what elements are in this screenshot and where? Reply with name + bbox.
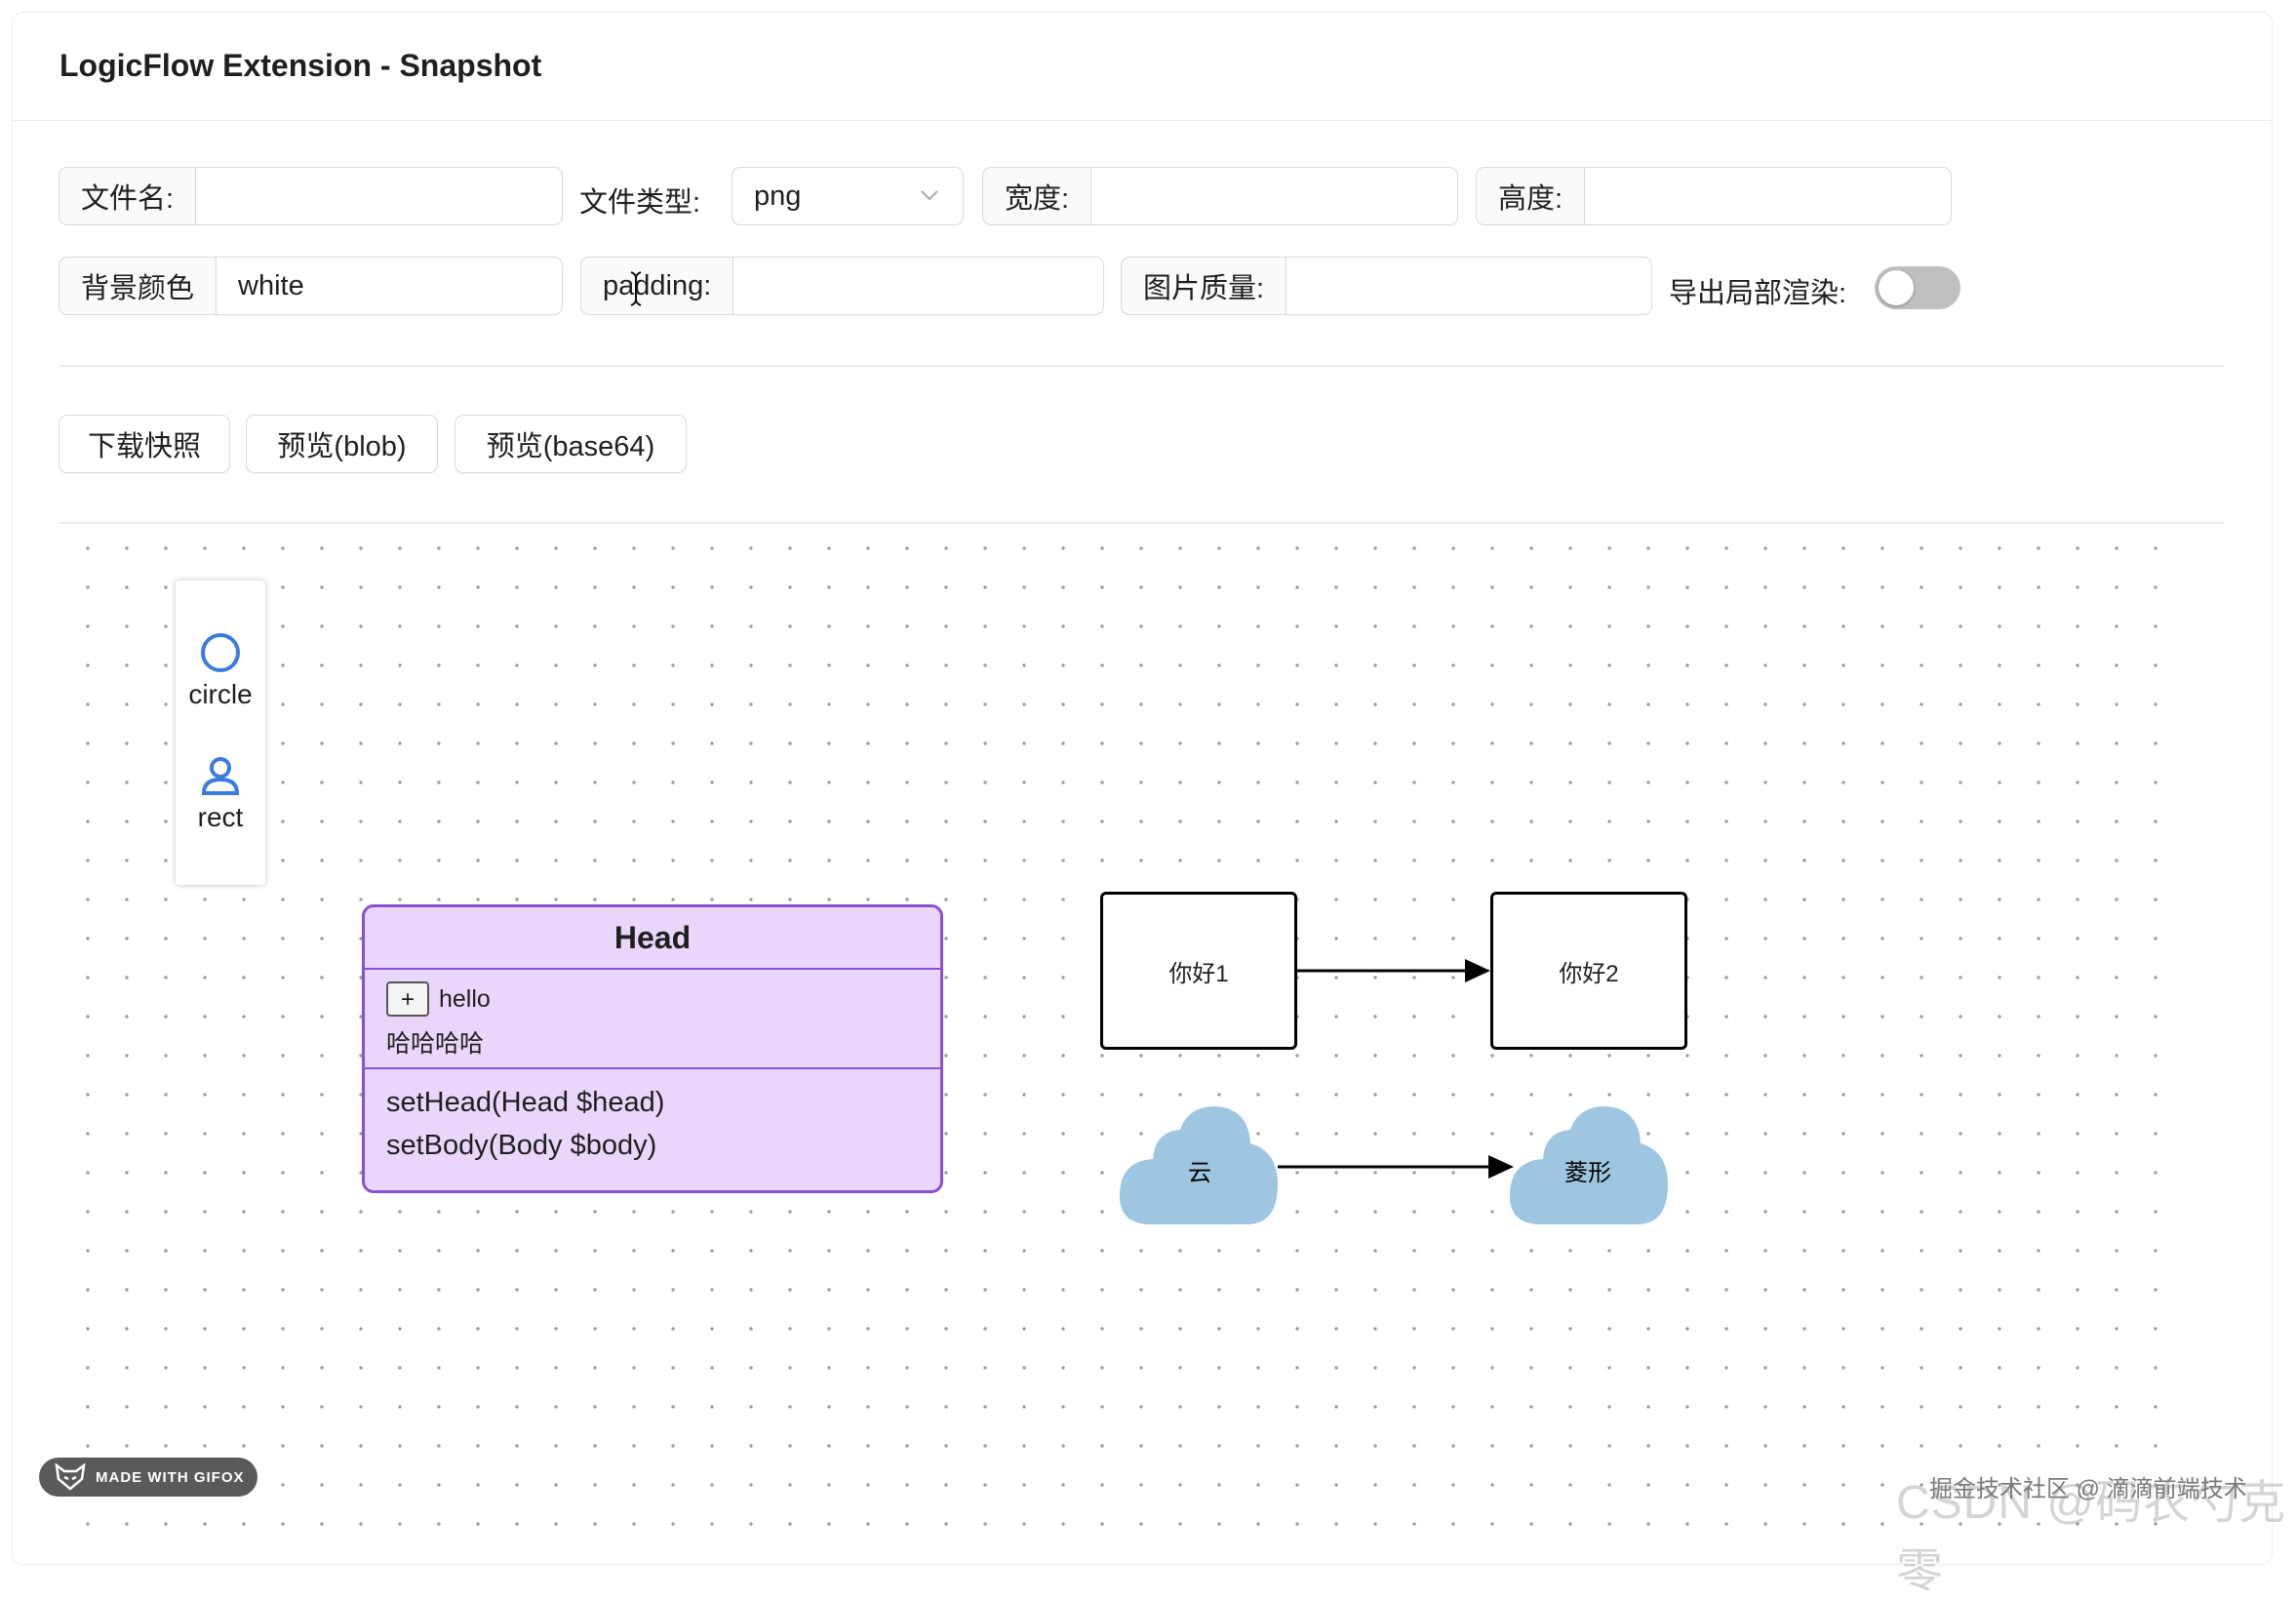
filename-group: 文件名: xyxy=(59,167,563,225)
gifox-badge: MADE WITH GIFOX xyxy=(39,1458,257,1497)
preview-blob-button[interactable]: 预览(blob) xyxy=(246,415,438,473)
edge-cloud1-cloud2[interactable] xyxy=(1278,1155,1514,1179)
filetype-select[interactable]: png xyxy=(732,167,964,225)
divider-bottom xyxy=(59,522,2224,524)
cloud-node-2-label: 菱形 xyxy=(1564,1160,1611,1186)
padding-input[interactable] xyxy=(732,257,1104,315)
card-header: LogicFlow Extension - Snapshot xyxy=(13,13,2272,121)
uml-attributes: + hello 哈哈哈哈 xyxy=(365,970,940,1069)
background-group: 背景颜色 white xyxy=(59,257,563,315)
uml-attribute-text: 哈哈哈哈 xyxy=(386,1030,485,1058)
cloud-node-1-label: 云 xyxy=(1188,1160,1211,1186)
quality-label: 图片质量: xyxy=(1121,257,1287,315)
divider-top xyxy=(59,365,2224,367)
height-label: 高度: xyxy=(1476,167,1585,225)
padding-group: padding: xyxy=(580,257,1104,315)
palette-item-circle[interactable]: circle xyxy=(176,631,265,710)
watermark-small: 掘金技术社区 @ 滴滴前端技术 xyxy=(1929,1476,2247,1502)
palette-label-circle: circle xyxy=(188,679,253,709)
filetype-value: png xyxy=(754,180,802,212)
rect-node-1[interactable]: 你好1 xyxy=(1100,892,1297,1050)
add-attribute-button[interactable]: + xyxy=(386,981,429,1017)
filetype-label: 文件类型: xyxy=(579,187,701,219)
filename-label: 文件名: xyxy=(59,167,196,225)
height-group: 高度: xyxy=(1476,167,1952,225)
edge-rect1-rect2[interactable] xyxy=(1297,959,1490,982)
uml-method-setbody: setBody(Body $body) xyxy=(386,1130,657,1161)
width-group: 宽度: xyxy=(982,167,1458,225)
uml-methods: setHead(Head $head) setBody(Body $body) xyxy=(365,1069,940,1167)
partial-render-toggle[interactable] xyxy=(1875,266,1960,309)
rect-node-2[interactable]: 你好2 xyxy=(1490,892,1687,1050)
uml-method-sethead: setHead(Head $head) xyxy=(386,1087,665,1118)
preview-base64-button[interactable]: 预览(base64) xyxy=(455,415,687,473)
filename-input[interactable] xyxy=(195,167,563,225)
partial-render-label: 导出局部渲染: xyxy=(1669,278,1847,309)
circle-icon xyxy=(201,633,240,672)
background-label: 背景颜色 xyxy=(59,257,217,315)
width-input[interactable] xyxy=(1090,167,1458,225)
palette-item-rect[interactable]: rect xyxy=(176,754,265,833)
height-input[interactable] xyxy=(1584,167,1952,225)
uml-attribute-hello: hello xyxy=(439,985,491,1013)
fox-icon xyxy=(55,1463,86,1491)
node-palette: circle rect xyxy=(176,580,265,885)
toggle-knob xyxy=(1879,270,1914,305)
palette-label-rect: rect xyxy=(197,802,244,832)
rect-node-1-label: 你好1 xyxy=(1168,960,1229,987)
download-snapshot-button[interactable]: 下载快照 xyxy=(59,415,230,473)
quality-input[interactable] xyxy=(1286,257,1652,315)
width-label: 宽度: xyxy=(982,167,1091,225)
uml-class-title: Head xyxy=(365,907,940,970)
quality-group: 图片质量: xyxy=(1121,257,1652,315)
page-title: LogicFlow Extension - Snapshot xyxy=(59,48,542,83)
chevron-down-icon xyxy=(921,190,938,201)
user-icon xyxy=(201,757,240,795)
cloud-node-2[interactable] xyxy=(1509,1106,1668,1224)
rect-node-2-label: 你好2 xyxy=(1559,960,1619,987)
padding-label: padding: xyxy=(580,257,733,315)
cloud-node-1[interactable] xyxy=(1119,1106,1278,1224)
text-cursor-icon xyxy=(630,271,642,306)
gifox-text: MADE WITH GIFOX xyxy=(96,1468,245,1486)
background-input[interactable]: white xyxy=(216,257,563,315)
uml-class-node[interactable]: Head + hello 哈哈哈哈 setHead(Head $head) se… xyxy=(362,904,943,1193)
edges-layer xyxy=(1119,959,1668,1224)
